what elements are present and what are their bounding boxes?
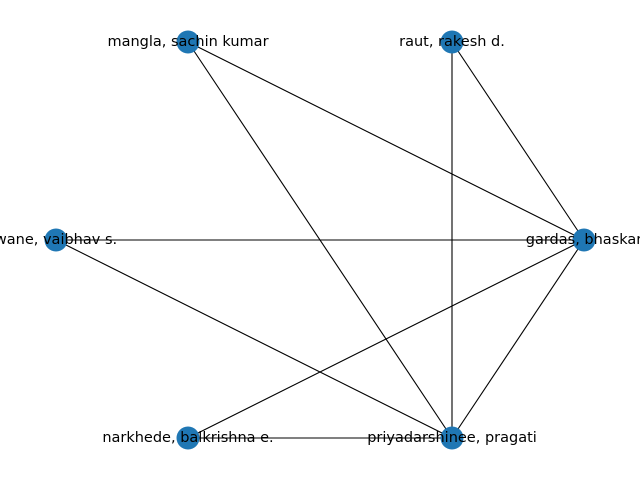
edge-gardas-narkhede <box>187 239 585 439</box>
node-gardas <box>572 228 596 252</box>
edges-layer <box>55 41 585 439</box>
nodes-layer <box>44 30 596 450</box>
node-narkhede <box>176 426 200 450</box>
node-label-mangla: mangla, sachin kumar <box>107 34 268 50</box>
labels-layer: mangla, sachin kumar raut, rakesh d. wane,… <box>0 34 640 446</box>
node-raut <box>440 30 464 54</box>
node-label-raut: raut, rakesh d. <box>399 34 505 50</box>
node-mangla <box>176 30 200 54</box>
edge-gardas-priyadarshinee <box>451 239 585 439</box>
edge-wane-priyadarshinee <box>55 239 453 439</box>
node-label-wane: wane, vaibhav s. <box>0 232 117 248</box>
node-label-narkhede: narkhede, balkrishna e. <box>102 430 273 446</box>
edge-mangla-gardas <box>187 41 585 241</box>
node-label-gardas: gardas, bhaskar <box>526 232 640 248</box>
edge-raut-gardas <box>451 41 585 241</box>
node-priyadarshinee <box>440 426 464 450</box>
node-wane <box>44 228 68 252</box>
node-label-priyadarshinee: priyadarshinee, pragati <box>367 430 537 446</box>
